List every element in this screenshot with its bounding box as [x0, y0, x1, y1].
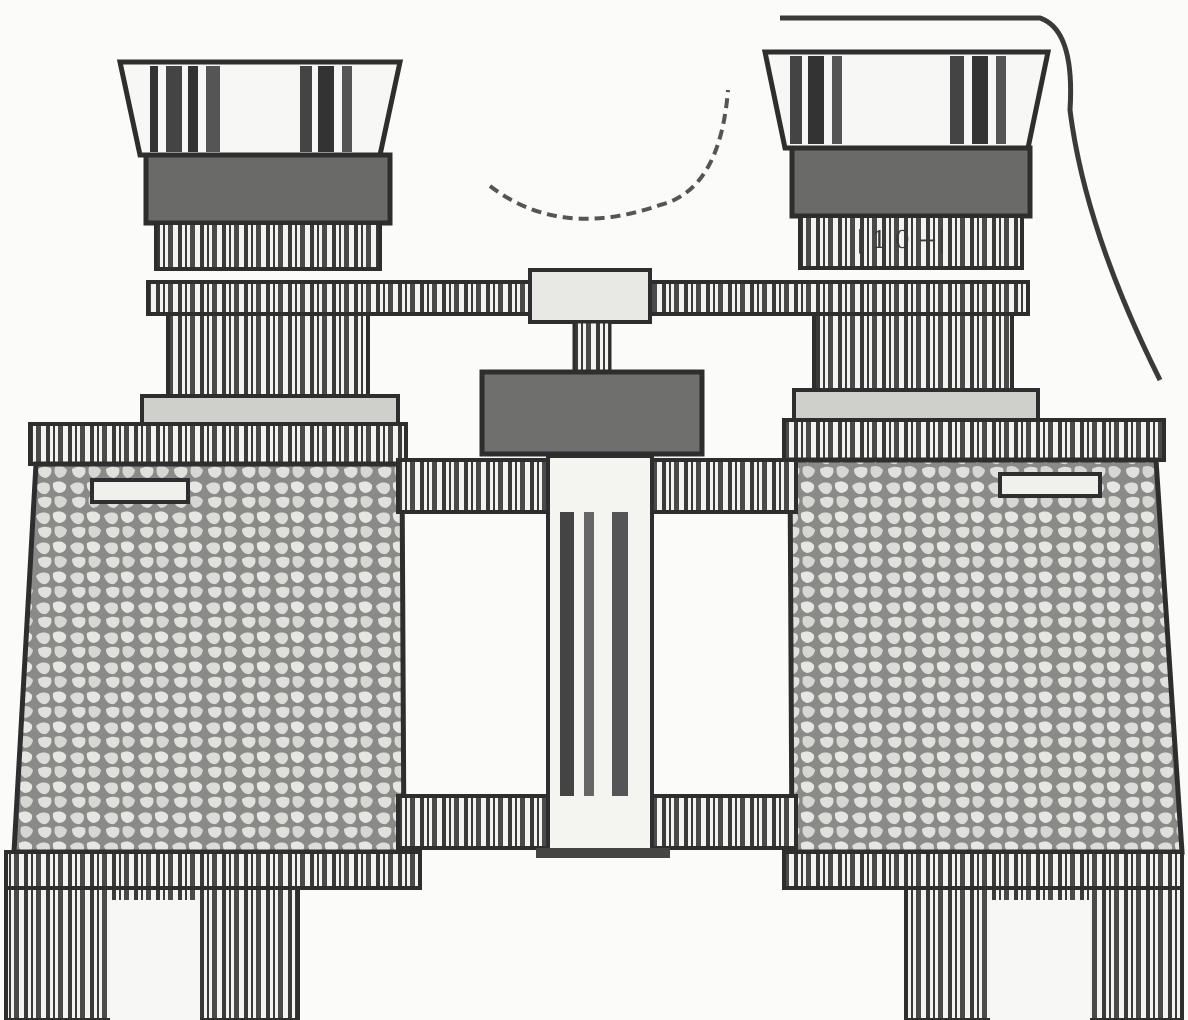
left-diopter-ring	[154, 221, 382, 271]
left-body-top-band	[28, 422, 408, 466]
center-axle-shade-2	[584, 512, 594, 796]
right-body-leather	[787, 457, 1185, 855]
left-focus-ring	[143, 152, 393, 226]
right-focus-ring	[789, 145, 1033, 219]
right-body-top-band	[782, 418, 1166, 462]
left-eyecup	[116, 59, 404, 158]
center-axle-shade-3	[612, 512, 628, 796]
case-outline	[780, 15, 1163, 382]
center-axle-shade-1	[560, 512, 574, 796]
left-eyepiece-tube	[166, 312, 370, 398]
left-body-leather	[11, 461, 407, 855]
center-axle-foot	[536, 848, 670, 858]
focus-wheel	[479, 369, 705, 457]
right-body-bottom-band	[782, 850, 1184, 890]
left-objective-highlight	[110, 900, 200, 1020]
right-tube-collar	[792, 388, 1040, 424]
strap-curve	[488, 89, 730, 221]
right-diopter-ring	[798, 214, 1024, 270]
diopter-scale-marks: | 1 0 +|	[856, 226, 946, 255]
right-eyecup	[761, 49, 1052, 151]
left-body-slot	[90, 478, 190, 504]
right-eyepiece-tube	[812, 312, 1014, 398]
right-objective-highlight	[990, 900, 1090, 1020]
bridge-hinge	[528, 268, 652, 324]
focus-wheel-shaft	[572, 320, 612, 376]
left-body-bottom-band	[4, 850, 422, 890]
right-body-slot	[998, 472, 1102, 498]
left-tube-collar	[140, 394, 400, 428]
